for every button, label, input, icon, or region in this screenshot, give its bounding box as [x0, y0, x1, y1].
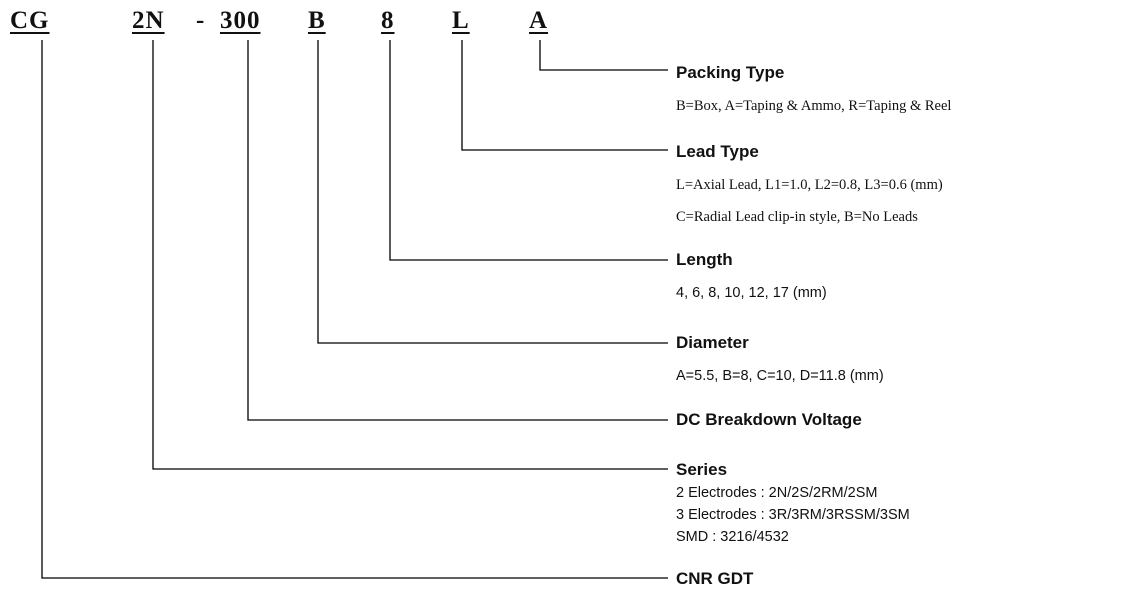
length-title: Length [676, 250, 733, 269]
cnr-gdt-title: CNR GDT [676, 569, 754, 588]
code-dash: - [196, 7, 206, 34]
connector-lead [461, 40, 668, 151]
connector-packing [539, 40, 668, 71]
code-lead: L [452, 7, 470, 34]
connector-length [389, 40, 668, 261]
connector-voltage [247, 40, 668, 421]
code-series: 2N [132, 7, 165, 34]
series-title: Series [676, 460, 728, 479]
series-line-3: SMD : 3216/4532 [676, 529, 789, 545]
diameter-desc: A=5.5, B=8, C=10, D=11.8 (mm) [676, 368, 884, 384]
lead-type-title: Lead Type [676, 142, 759, 161]
code-packing: A [529, 7, 549, 34]
connector-cnr [41, 40, 668, 579]
series-line-2: 3 Electrodes : 3R/3RM/3RSSM/3SM [676, 507, 910, 523]
diameter-title: Diameter [676, 333, 749, 352]
connector-diameter [317, 40, 668, 344]
dc-breakdown-title: DC Breakdown Voltage [676, 410, 862, 429]
lead-type-desc-2: C=Radial Lead clip-in style, B=No Leads [676, 209, 918, 225]
lead-type-desc-1: L=Axial Lead, L1=1.0, L2=0.8, L3=0.6 (mm… [676, 177, 943, 193]
code-diameter: B [308, 7, 326, 34]
code-cg: CG [10, 7, 50, 34]
packing-type-title: Packing Type [676, 63, 785, 82]
series-line-1: 2 Electrodes : 2N/2S/2RM/2SM [676, 485, 878, 501]
code-voltage: 300 [220, 7, 261, 34]
code-length: 8 [381, 7, 395, 34]
connector-series [152, 40, 668, 470]
packing-type-desc: B=Box, A=Taping & Ammo, R=Taping & Reel [676, 98, 952, 114]
length-desc: 4, 6, 8, 10, 12, 17 (mm) [676, 285, 827, 301]
